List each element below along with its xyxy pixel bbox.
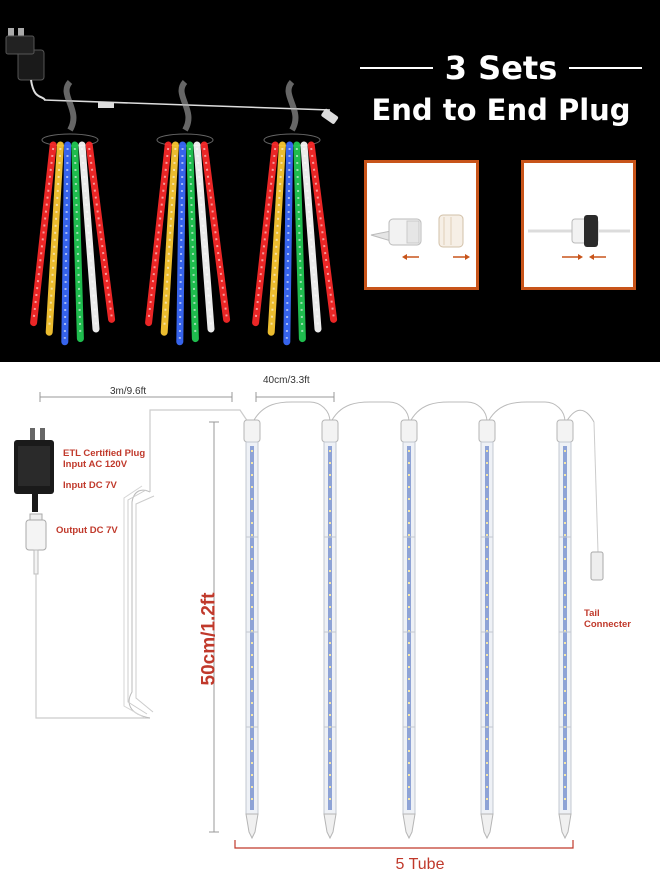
diagram-tube xyxy=(556,419,574,840)
light-tube-photo xyxy=(300,141,322,333)
tube-height-label-wrap: 50cm/1.2ft xyxy=(194,559,224,719)
light-tube-photo xyxy=(283,141,294,346)
power-adapter-icon xyxy=(14,428,54,575)
arrow-icon xyxy=(562,254,606,260)
diagram-drawing xyxy=(14,392,604,849)
output-dc-label: Output DC 7V xyxy=(56,525,118,536)
diagram-tube xyxy=(243,419,261,840)
input-ac-label: Input AC 120V xyxy=(63,459,128,470)
tail-connector-label-2: Connecter xyxy=(584,619,631,630)
headline-sets: 3 Sets xyxy=(360,44,642,92)
light-tube-photo xyxy=(145,141,172,327)
tail-connector-label-1: Tail xyxy=(584,608,600,619)
light-tube-photo xyxy=(30,141,57,327)
light-tube-photo xyxy=(176,141,187,346)
headline-rule-right xyxy=(569,67,642,69)
light-tube-photo xyxy=(193,141,215,333)
meteor-lights-photo xyxy=(5,28,339,346)
cable-length-label: 3m/9.6ft xyxy=(110,386,147,397)
tail-connector-icon xyxy=(590,551,604,581)
plug-connector-icon xyxy=(370,214,464,248)
diagram-tube xyxy=(400,419,418,840)
diagram-tube xyxy=(321,419,339,840)
input-dc-label: Input DC 7V xyxy=(63,480,117,491)
dimension-diagram: 3m/9.6ft 40cm/3.3ft ETL Certified Plug I… xyxy=(0,362,660,879)
headline-sets-text: 3 Sets xyxy=(444,49,558,87)
headline-plug: End to End Plug xyxy=(371,93,631,127)
light-tube-photo xyxy=(78,141,100,333)
power-adapter-icon xyxy=(5,28,46,101)
plug-cert-label: ETL Certified Plug xyxy=(63,448,146,459)
spacing-label: 40cm/3.3ft xyxy=(263,375,310,386)
tube-count-label: 5 Tube xyxy=(395,856,445,873)
tube-height-label: 50cm/1.2ft xyxy=(198,592,220,686)
headline-rule-left xyxy=(360,67,433,69)
light-tube-photo xyxy=(61,141,72,346)
connector-plugged-box xyxy=(521,160,636,290)
arrow-icon xyxy=(402,254,470,260)
light-tube-photo xyxy=(252,141,279,327)
plug-connector-icon xyxy=(528,215,630,247)
diagram-tube xyxy=(478,419,496,840)
connector-unplugged-box xyxy=(364,160,479,290)
hero-panel: 3 Sets End to End Plug xyxy=(0,0,660,362)
